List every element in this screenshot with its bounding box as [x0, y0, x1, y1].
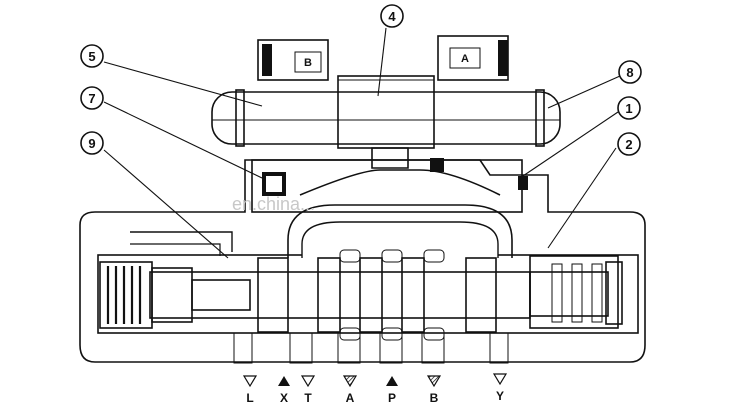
- pilot-valve-block: [251, 147, 528, 213]
- svg-text:1: 1: [625, 101, 632, 116]
- port-P: P: [386, 376, 398, 405]
- coil-b-label: B: [304, 57, 312, 69]
- callout-4: 4: [380, 4, 404, 28]
- main-spool: [149, 249, 531, 341]
- svg-text:7: 7: [88, 91, 95, 106]
- port-L: L: [242, 375, 258, 405]
- callout-2: 2: [617, 132, 641, 156]
- callout-5: 5: [80, 44, 104, 68]
- svg-text:9: 9: [88, 136, 95, 151]
- coil-a-label: A: [461, 53, 469, 65]
- svg-text:Y: Y: [496, 389, 504, 403]
- coil-b-connector: [257, 39, 329, 81]
- svg-text:T: T: [304, 391, 312, 405]
- solenoid-assembly: [211, 75, 561, 149]
- callout-1: 1: [617, 96, 641, 120]
- right-spring-assembly: [529, 255, 623, 329]
- left-spring-assembly: [99, 261, 251, 329]
- port-T: T: [300, 375, 316, 405]
- valve-body: [79, 159, 646, 364]
- port-X: X: [278, 376, 290, 405]
- svg-text:4: 4: [388, 9, 396, 24]
- port-Y: Y: [492, 373, 508, 403]
- callout-8: 8: [618, 60, 642, 84]
- leader-lines: [103, 27, 621, 259]
- svg-text:8: 8: [626, 65, 633, 80]
- svg-text:5: 5: [88, 49, 95, 64]
- callout-7: 7: [80, 86, 104, 110]
- svg-text:X: X: [280, 391, 288, 405]
- svg-text:B: B: [430, 391, 439, 405]
- port-B: B: [426, 375, 442, 405]
- port-A: A: [342, 375, 358, 405]
- svg-text:P: P: [388, 391, 396, 405]
- svg-text:A: A: [346, 391, 355, 405]
- svg-text:L: L: [246, 391, 253, 405]
- watermark: en.china...: [232, 194, 315, 214]
- callout-9: 9: [80, 131, 104, 155]
- coil-a-connector: [437, 35, 509, 81]
- svg-text:2: 2: [625, 137, 632, 152]
